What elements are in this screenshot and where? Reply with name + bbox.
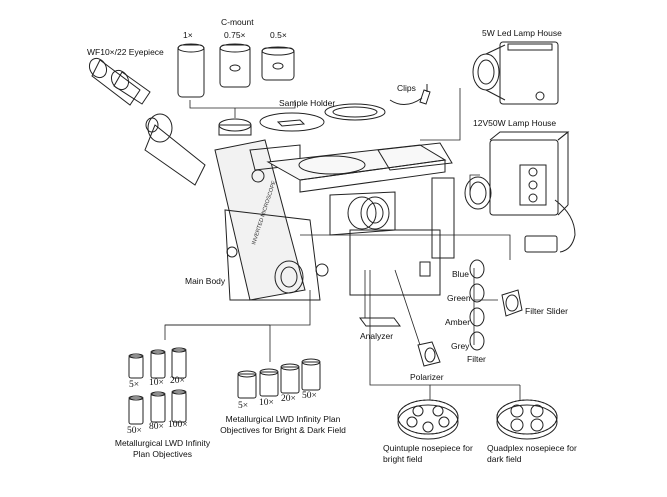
eyepiece-label: WF10×/22 Eyepiece: [87, 47, 164, 57]
color-filters: [469, 259, 485, 351]
filter-green-label: Green: [447, 293, 471, 303]
leader-lines: [164, 88, 521, 400]
eyepiece-illustration: [88, 57, 151, 106]
filter-blue-label: Blue: [452, 269, 470, 279]
nosepiece-dark-label: Quadplex nosepiece for dark field: [487, 443, 577, 464]
obj-a-50x-label: 50×: [127, 426, 142, 436]
analyzer-label: Analyzer: [360, 331, 394, 341]
clips-illustration: [389, 84, 431, 105]
filter-grey-label: Grey: [451, 341, 470, 351]
led-lamp-house-label: 5W Led Lamp House: [482, 28, 562, 38]
c-mount-label: C-mount: [221, 17, 254, 27]
adapter-1x-label: 1×: [183, 30, 193, 40]
filter-amber-label: Amber: [445, 317, 471, 327]
obj-b-10x-label: 10×: [259, 398, 274, 408]
sample-holders: [218, 103, 386, 136]
polarizer-label: Polarizer: [410, 372, 444, 382]
filter-label: Filter: [467, 354, 486, 364]
nosepiece-bright-label: Quintuple nosepiece for bright field: [383, 443, 473, 464]
objectives-set-a: [128, 347, 187, 425]
clips-label: Clips: [397, 83, 416, 93]
obj-a-10x-label: 10×: [149, 378, 164, 388]
c-mount-adapters: [177, 43, 295, 98]
microscope-main-body: [144, 113, 455, 301]
objectives-set-a-caption: Metallurgical LWD Infinity Plan Objectiv…: [114, 438, 211, 459]
obj-a-80x-label: 80×: [149, 422, 164, 432]
nosepiece-bright: [397, 399, 459, 440]
halogen-lamp-house-label: 12V50W Lamp House: [473, 118, 557, 128]
adapter-05x-label: 0.5×: [270, 30, 287, 40]
nosepiece-dark: [496, 399, 558, 440]
analyzer: [359, 317, 401, 327]
sample-holder-label: Sample Holder: [279, 98, 336, 108]
obj-a-5x-label: 5×: [129, 380, 140, 390]
objectives-set-b-caption: Metallurgical LWD Infinity Plan Objectiv…: [220, 414, 346, 435]
filter-slider: [501, 289, 523, 317]
polarizer: [417, 341, 441, 367]
main-body-label: Main Body: [185, 276, 226, 286]
obj-a-20x-label: 20×: [170, 376, 185, 386]
obj-b-50x-label: 50×: [302, 391, 317, 401]
halogen-lamp-house: [464, 131, 576, 253]
led-lamp-house: [472, 41, 559, 105]
obj-b-20x-label: 20×: [281, 394, 296, 404]
objectives-set-b: [237, 358, 321, 399]
obj-a-100x-label: 100×: [168, 420, 188, 430]
obj-b-5x-label: 5×: [238, 401, 249, 411]
adapter-075x-label: 0.75×: [224, 30, 246, 40]
filter-slider-label: Filter Slider: [525, 306, 568, 316]
